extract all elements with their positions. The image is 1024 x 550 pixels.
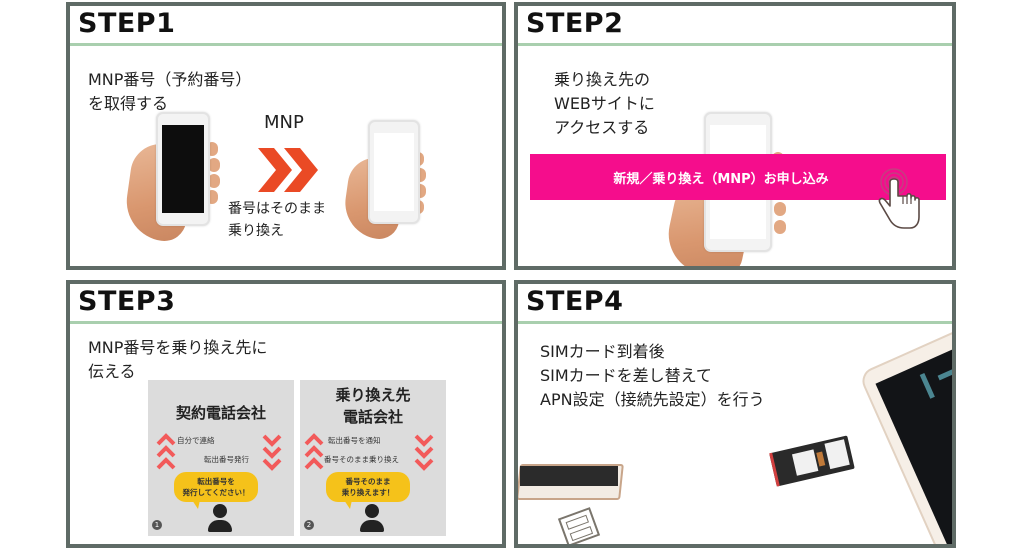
chevron-down-stack-icon: [414, 434, 434, 471]
step2-card: STEP2 乗り換え先の WEBサイトに アクセスする 新規／乗り換え（MNP）…: [514, 2, 956, 270]
chevron-up-stack-icon: [156, 433, 176, 470]
step2-header: STEP2: [518, 6, 952, 46]
step1-description: MNP番号（予約番号） を取得する: [88, 70, 252, 113]
current-carrier-panel: 契約電話会社 自分で連絡 転出番号発行 転出番号を 発行してください！ 1: [148, 380, 294, 536]
step2-description: 乗り換え先の WEBサイトに アクセスする: [554, 70, 655, 137]
panel2-line-2: 番号そのまま乗り換え: [324, 455, 399, 464]
person-icon: [213, 504, 227, 518]
mnp-label: MNP: [264, 112, 304, 133]
step2-title: STEP2: [526, 8, 624, 39]
person-icon: [365, 504, 379, 518]
panel2-line-1: 転出番号を通知: [328, 436, 381, 445]
chevron-down-stack-icon: [262, 434, 282, 471]
double-chevron-right-icon: [258, 148, 318, 192]
step1-card: STEP1 MNP番号（予約番号） を取得する MNP 番号はそのまま 乗り換え: [66, 2, 506, 270]
step3-header: STEP3: [70, 284, 502, 324]
panel1-title: 契約電話会社: [175, 404, 266, 422]
phone-angled-illustration: [858, 312, 952, 544]
new-carrier-panel: 乗り換え先 電話会社 転出番号を通知 番号そのまま乗り換え 番号そのまま 乗り換…: [300, 380, 446, 536]
step4-header: STEP4: [518, 284, 952, 324]
step4-description: SIMカード到着後 SIMカードを差し替えて APN設定（接続先設定）を行う: [540, 342, 765, 409]
panel2-number-badge: 2: [304, 520, 314, 530]
sim-tray-illustration: [769, 435, 855, 487]
mnp-apply-button[interactable]: 新規／乗り換え（MNP）お申し込み: [530, 154, 946, 200]
panel1-number-badge: 1: [152, 520, 162, 530]
tap-hand-icon: [878, 168, 920, 229]
sim-tray-loose-illustration: [557, 507, 601, 544]
step3-card: STEP3 MNP番号を乗り換え先に 伝える 契約電話会社 自分で連絡 転出番号…: [66, 280, 506, 548]
step1-header: STEP1: [70, 6, 502, 46]
step3-title: STEP3: [78, 286, 176, 317]
chevron-up-stack-icon: [304, 433, 324, 470]
panel1-line-2: 転出番号発行: [204, 455, 249, 464]
panel2-speech-bubble: 番号そのまま 乗り換えます！: [326, 472, 410, 502]
panel1-speech-bubble: 転出番号を 発行してください！: [174, 472, 258, 502]
step4-card: STEP4 SIMカード到着後 SIMカードを差し替えて APN設定（接続先設定…: [514, 280, 956, 548]
step4-title: STEP4: [526, 286, 624, 317]
step1-title: STEP1: [78, 8, 176, 39]
step3-description: MNP番号を乗り換え先に 伝える: [88, 338, 268, 381]
mnp-apply-button-label: 新規／乗り換え（MNP）お申し込み: [613, 171, 829, 187]
panel1-line-1: 自分で連絡: [177, 436, 215, 445]
panel2-title: 乗り換え先 電話会社: [335, 386, 411, 426]
keep-number-label: 番号はそのまま 乗り換え: [228, 201, 326, 239]
